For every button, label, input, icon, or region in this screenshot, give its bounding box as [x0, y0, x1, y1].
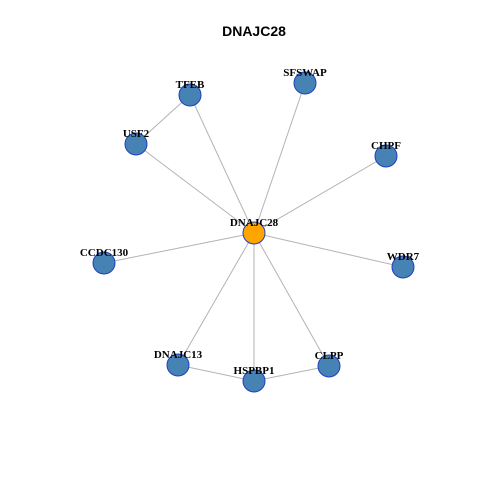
node-dnajc13[interactable] [166, 353, 190, 377]
node-label-dnajc13: DNAJC13 [154, 349, 203, 361]
node-label-dnajc28: DNAJC28 [230, 217, 279, 229]
edge-dnajc28-clpp [253, 232, 330, 367]
node-ccdc130[interactable] [92, 251, 116, 275]
node-label-chpf: CHPF [371, 140, 401, 152]
edge-dnajc28-usf2 [135, 143, 255, 234]
edges-layer [103, 82, 404, 382]
node-chpf[interactable] [374, 144, 398, 168]
node-label-clpp: CLPP [315, 350, 344, 362]
edge-dnajc28-chpf [253, 155, 387, 234]
edge-dnajc28-wdr7 [253, 232, 404, 268]
node-sfswap[interactable] [293, 71, 317, 95]
node-label-sfswap: SFSWAP [283, 67, 327, 79]
edge-tfeb-usf2 [135, 94, 191, 145]
node-label-hspbp1: HSPBP1 [234, 365, 275, 377]
node-dnajc28[interactable] [242, 221, 266, 245]
edge-dnajc28-sfswap [253, 82, 306, 234]
graph-title: DNAJC28 [222, 23, 286, 39]
node-clpp[interactable] [317, 354, 341, 378]
node-label-tfeb: TFEB [176, 79, 205, 91]
node-hspbp1[interactable] [242, 369, 266, 393]
node-label-usf2: USF2 [123, 128, 150, 140]
node-label-ccdc130: CCDC130 [80, 247, 129, 259]
node-tfeb[interactable] [178, 83, 202, 107]
edge-dnajc28-ccdc130 [103, 232, 255, 264]
edge-dnajc13-hspbp1 [177, 364, 255, 382]
node-usf2[interactable] [124, 132, 148, 156]
edge-dnajc28-dnajc13 [177, 232, 255, 366]
node-label-wdr7: WDR7 [387, 251, 420, 263]
nodes-layer [92, 71, 415, 393]
edge-dnajc28-tfeb [189, 94, 255, 234]
node-wdr7[interactable] [391, 255, 415, 279]
edge-hspbp1-clpp [253, 365, 330, 382]
